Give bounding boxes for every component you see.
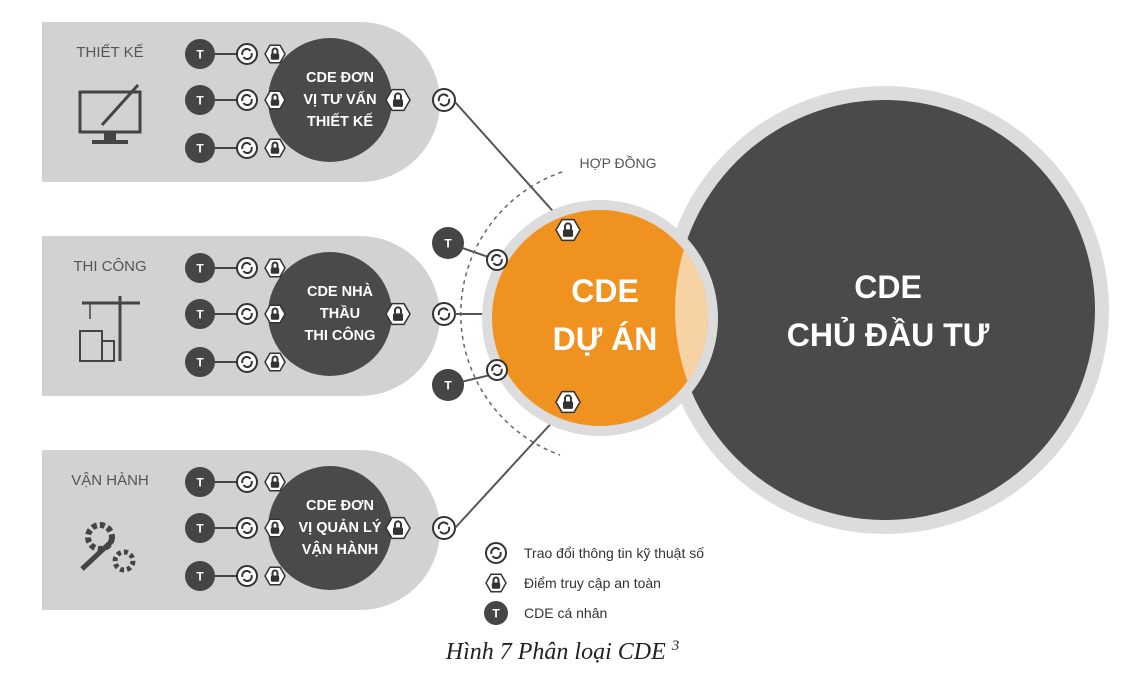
personal-cde-letter: T <box>444 379 452 393</box>
org-cde-circle <box>268 252 392 376</box>
operation-link <box>454 404 569 529</box>
legend-text: Trao đổi thông tin kỹ thuật số <box>524 545 704 561</box>
org-cde-label-line: THI CÔNG <box>305 326 376 344</box>
contract-label: HỢP ĐỒNG <box>579 154 656 171</box>
t-circle-icon: T <box>432 369 464 401</box>
t-circle-icon: T <box>185 299 215 329</box>
project-cde-title: CDE <box>571 273 639 309</box>
owner-cde-subtitle: CHỦ ĐẦU TƯ <box>787 317 990 353</box>
lock-icon <box>555 390 581 414</box>
exchange-icon <box>236 89 258 111</box>
group-label: VẬN HÀNH <box>71 472 149 489</box>
exchange-icon <box>236 565 258 587</box>
group-panel-3: VẬN HÀNH CDE ĐƠN VỊ QUẢN LÝ VẬN HÀNH T T T <box>42 450 456 610</box>
caption-superscript: 3 <box>671 638 680 654</box>
org-cde-label-line: CDE ĐƠN <box>306 70 374 86</box>
t-circle-icon: T <box>185 561 215 591</box>
lock-icon <box>385 302 411 326</box>
personal-cde-letter: T <box>492 607 500 621</box>
crane-icon <box>79 296 140 362</box>
group-label: THI CÔNG <box>73 258 146 275</box>
lock-icon <box>264 566 286 586</box>
exchange-icon <box>432 516 456 540</box>
exchange-icon <box>485 542 507 564</box>
lock-icon <box>485 573 507 593</box>
org-cde-label-line: VẬN HÀNH <box>302 540 379 558</box>
t-circle-icon: T <box>185 85 215 115</box>
exchange-icon <box>432 302 456 326</box>
group-panel-1: THIẾT KẾ CDE ĐƠN VỊ TƯ VẤN THIẾT KẾ T T T <box>42 22 456 182</box>
group-label: THIẾT KẾ <box>76 44 143 61</box>
personal-cde-letter: T <box>196 522 204 536</box>
exchange-icon <box>432 88 456 112</box>
lock-icon <box>264 472 286 492</box>
design-link <box>454 101 569 229</box>
lock-icon <box>264 352 286 372</box>
t-circle-icon: T <box>185 133 215 163</box>
legend-item: Trao đổi thông tin kỹ thuật số <box>485 542 704 564</box>
t-circle-icon: T <box>185 347 215 377</box>
exchange-icon <box>236 517 258 539</box>
personal-cde-letter: T <box>196 142 204 156</box>
personal-cde-letter: T <box>444 237 452 251</box>
t-circle-icon: T <box>185 39 215 69</box>
lock-icon <box>264 258 286 278</box>
personal-cde-letter: T <box>196 94 204 108</box>
org-cde-label-line: THIẾT KẾ <box>307 113 373 130</box>
lock-icon <box>555 218 581 242</box>
exchange-icon <box>486 249 508 271</box>
lock-icon <box>264 304 286 324</box>
org-cde-label-line: CDE ĐƠN <box>306 498 374 514</box>
lock-icon <box>264 138 286 158</box>
org-cde-label-line: VỊ TƯ VẤN <box>303 91 376 108</box>
org-cde-label-line: VỊ QUẢN LÝ <box>299 518 382 536</box>
gears-wrench-icon <box>80 522 136 573</box>
exchange-icon <box>486 359 508 381</box>
lock-icon <box>385 516 411 540</box>
t-circle-icon: T <box>432 227 464 259</box>
exchange-icon <box>236 471 258 493</box>
t-circle-icon: T <box>185 467 215 497</box>
exchange-icon <box>236 303 258 325</box>
t-circle-icon: T <box>185 253 215 283</box>
org-cde-label-line: CDE NHÀ <box>307 283 374 300</box>
exchange-icon <box>236 257 258 279</box>
group-panel-2: THI CÔNG CDE NHÀ THẦU THI CÔNG T T T <box>42 236 456 396</box>
lock-icon <box>264 518 286 538</box>
owner-cde-title: CDE <box>854 269 922 305</box>
legend-item: Điểm truy cập an toàn <box>485 573 661 593</box>
legend-text: CDE cá nhân <box>524 605 607 621</box>
lock-icon <box>264 44 286 64</box>
exchange-icon <box>236 351 258 373</box>
lock-icon <box>264 90 286 110</box>
owner-cde-circle <box>675 100 1095 520</box>
legend-item: T CDE cá nhân <box>484 601 607 625</box>
exchange-icon <box>236 137 258 159</box>
t-circle-icon: T <box>484 601 508 625</box>
personal-cde-letter: T <box>196 476 204 490</box>
legend-text: Điểm truy cập an toàn <box>524 575 661 591</box>
t-circle-icon: T <box>185 513 215 543</box>
project-cde-subtitle: DỰ ÁN <box>553 321 658 357</box>
project-cde-circle <box>492 210 708 426</box>
personal-cde-letter: T <box>196 308 204 322</box>
org-cde-label-line: THẦU <box>320 305 360 322</box>
figure-caption: Hình 7 Phân loại CDE 3 <box>0 638 1125 666</box>
exchange-icon <box>236 43 258 65</box>
monitor-pen-icon <box>78 83 142 144</box>
caption-text: Hình 7 Phân loại CDE <box>445 639 672 665</box>
org-cde-circle <box>268 38 392 162</box>
personal-cde-letter: T <box>196 262 204 276</box>
personal-cde-letter: T <box>196 356 204 370</box>
org-cde-circle <box>268 466 392 590</box>
lock-icon <box>385 88 411 112</box>
personal-cde-letter: T <box>196 570 204 584</box>
contract-arc <box>460 171 563 456</box>
personal-cde-letter: T <box>196 48 204 62</box>
